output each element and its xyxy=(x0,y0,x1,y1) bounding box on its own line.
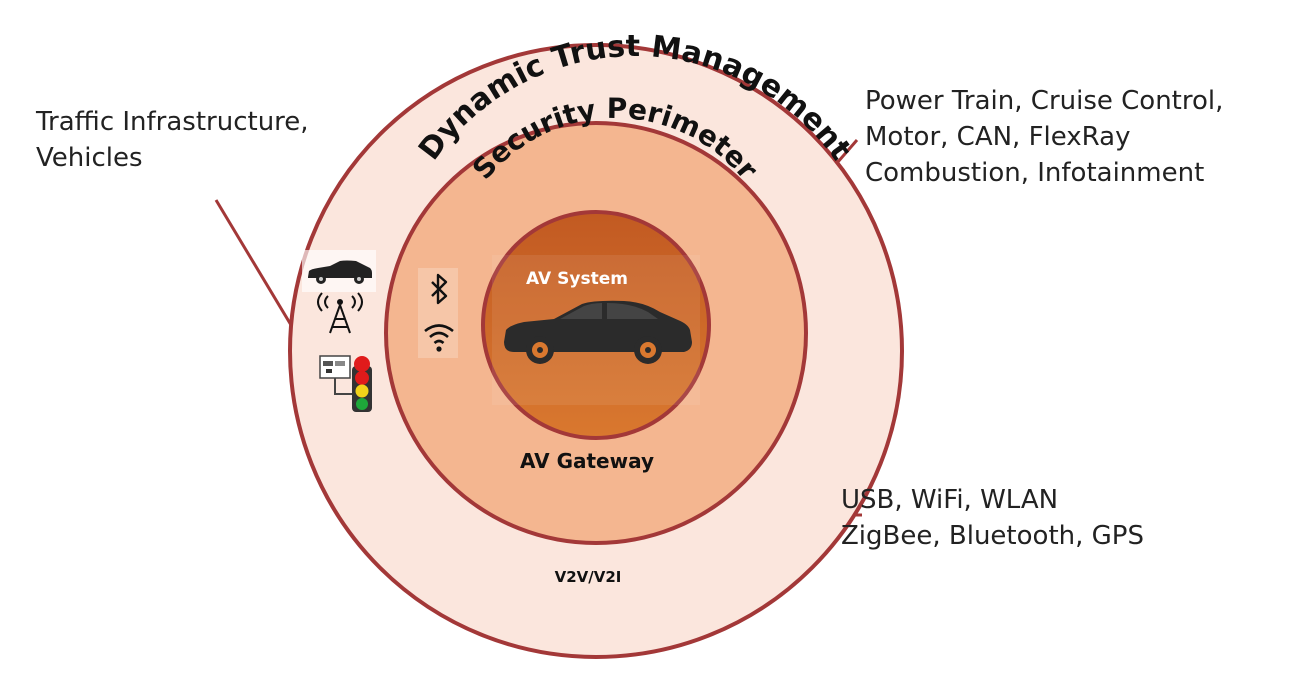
gateway-label: AV Gateway xyxy=(520,449,654,473)
v2x-label: V2V/V2I xyxy=(555,568,622,586)
car-silhouette-icon xyxy=(504,300,692,364)
callout-external-line-2: ZigBee, Bluetooth, GPS xyxy=(841,521,1144,551)
bluetooth-icon xyxy=(431,273,448,305)
inner-label: AV System xyxy=(526,269,628,289)
traffic-light-icon xyxy=(319,355,372,412)
antenna-tower-icon xyxy=(317,292,363,334)
callout-internal: Power Train, Cruise Control, Motor, CAN,… xyxy=(865,83,1223,191)
car-icon xyxy=(308,260,372,284)
callout-external: USB, WiFi, WLAN ZigBee, Bluetooth, GPS xyxy=(841,482,1144,554)
callout-internal-line-3: Combustion, Infotainment xyxy=(865,158,1205,188)
callout-traffic-line-1: Traffic Infrastructure, xyxy=(36,107,309,137)
wifi-icon xyxy=(424,324,454,352)
outer-icons xyxy=(302,250,376,412)
middle-icons xyxy=(418,268,458,358)
callout-traffic: Traffic Infrastructure, Vehicles xyxy=(36,104,309,176)
callout-internal-line-2: Motor, CAN, FlexRay xyxy=(865,122,1131,152)
callout-traffic-line-2: Vehicles xyxy=(36,143,143,173)
callout-internal-line-1: Power Train, Cruise Control, xyxy=(865,86,1224,116)
callout-external-line-1: USB, WiFi, WLAN xyxy=(841,485,1059,515)
